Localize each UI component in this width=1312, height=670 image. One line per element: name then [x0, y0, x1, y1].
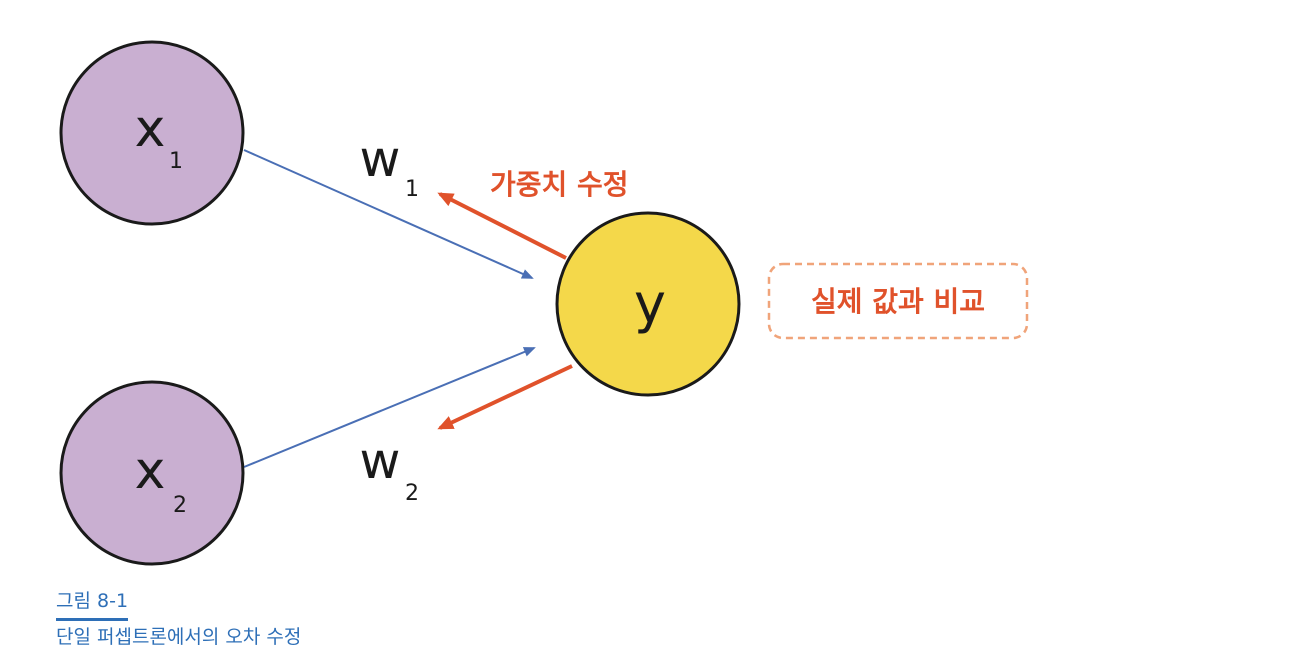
w2-symbol: w — [360, 432, 401, 490]
x2-subscript: 2 — [173, 493, 187, 518]
input-node-x2 — [59, 380, 245, 566]
output-node-y — [555, 211, 741, 397]
figure-caption: 그림 8-1 단일 퍼셉트론에서의 오차 수정 — [56, 588, 301, 651]
update-arrow-w1 — [437, 192, 567, 260]
x2-symbol: x — [135, 441, 166, 501]
x1-subscript: 1 — [169, 149, 183, 174]
x1-symbol: x — [135, 99, 166, 159]
caption-text: 단일 퍼셉트론에서의 오차 수정 — [56, 626, 302, 648]
w1-symbol: w — [360, 130, 401, 188]
compare-box — [767, 262, 1029, 340]
caption-number: 그림 8-1 — [56, 588, 129, 621]
update-arrow-w2 — [437, 364, 573, 430]
input-node-x1 — [59, 40, 245, 226]
edge-x2-y — [243, 347, 536, 468]
edge-x1-y — [243, 149, 534, 279]
w1-subscript: 1 — [405, 177, 419, 202]
y-symbol: y — [634, 272, 666, 335]
weight-update-label: 가중치 수정 — [490, 168, 629, 201]
compare-label: 실제 값과 비교 — [811, 285, 985, 318]
w2-subscript: 2 — [405, 481, 419, 506]
